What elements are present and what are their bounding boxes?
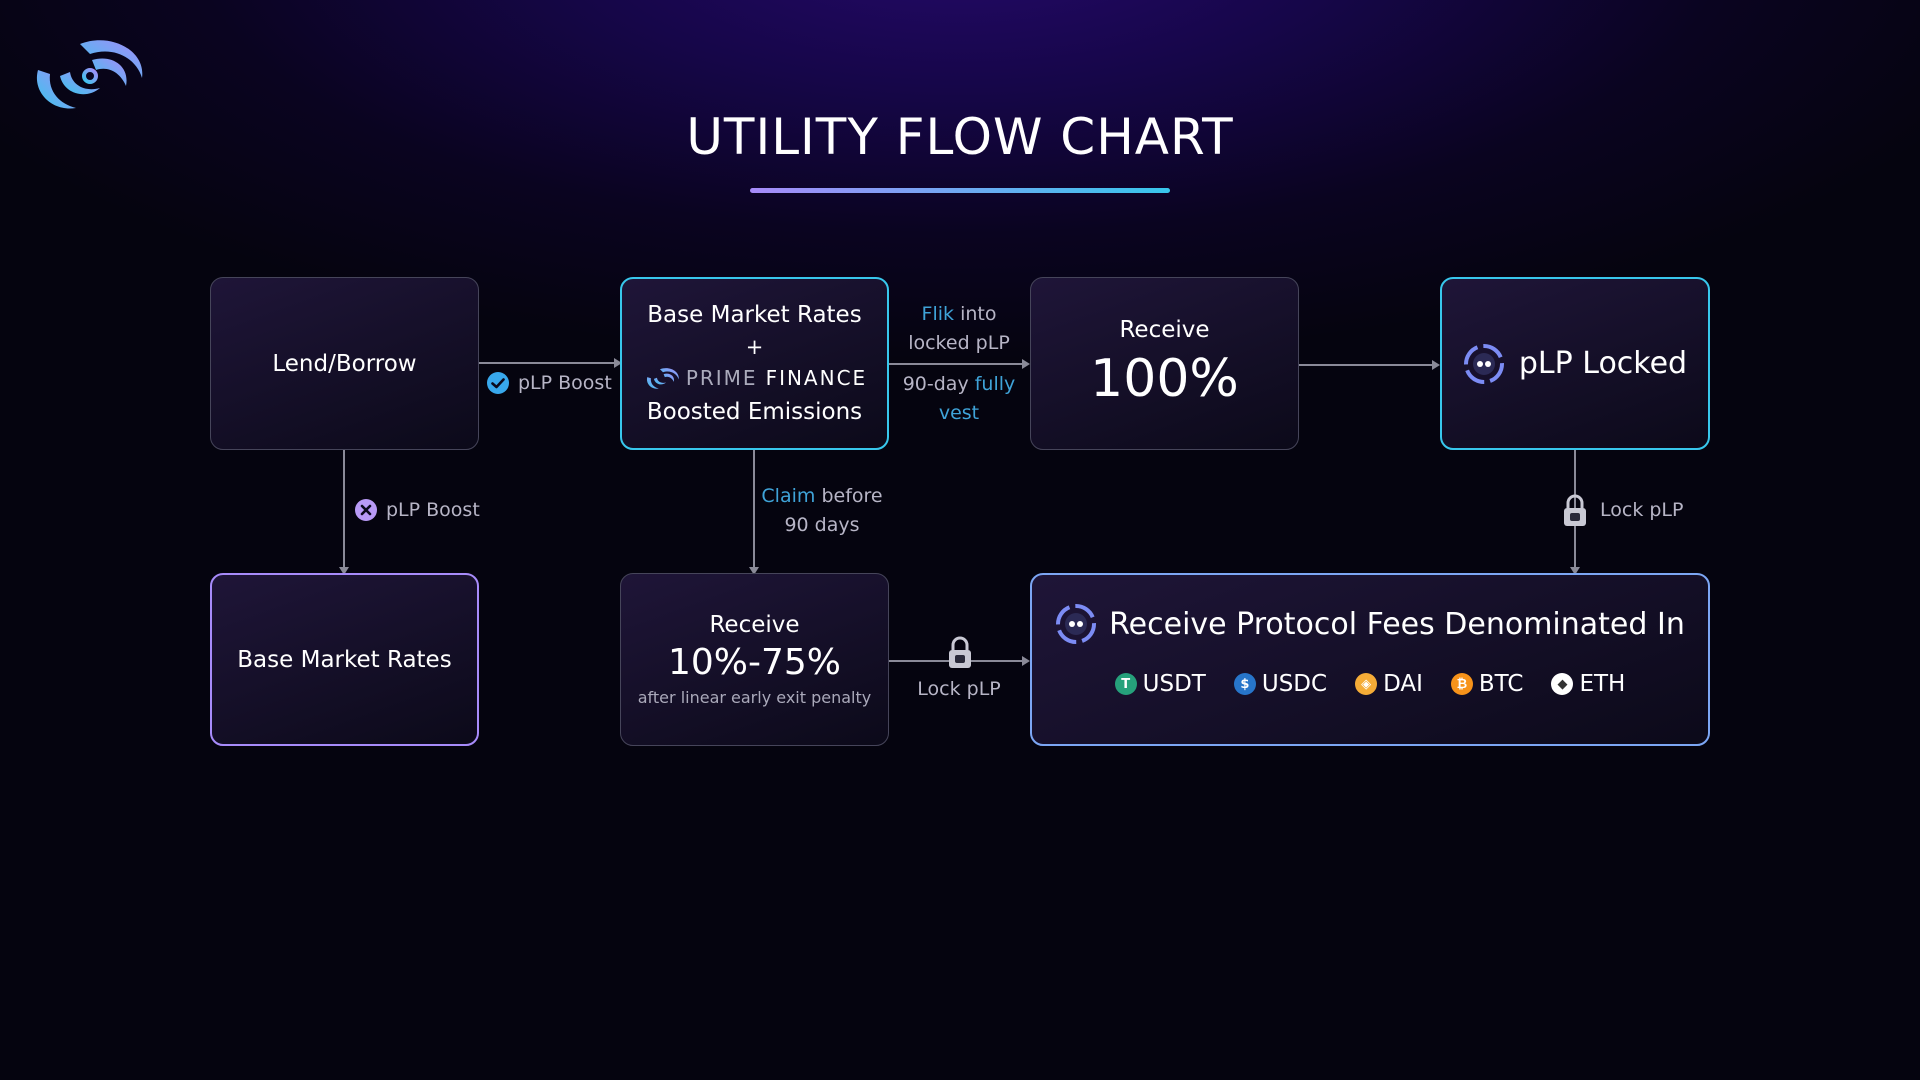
node-receive-full: Receive 100%: [1030, 277, 1299, 450]
receive-value: 10%-75%: [667, 641, 842, 683]
brand-logo: [36, 40, 143, 109]
plp-token-icon: [1056, 604, 1097, 644]
node-plus: +: [745, 334, 764, 359]
brand-finance: FINANCE: [765, 365, 868, 390]
edge-receive-to-locked: [1299, 364, 1433, 366]
token-symbol: USDT: [1142, 671, 1206, 697]
eth-icon: ◆: [1551, 673, 1574, 695]
node-label: Base Market Rates: [237, 646, 452, 673]
edge-label-claim: Claim before 90 days: [752, 482, 892, 540]
token-list: T USDT $ USDC ◈ DAI ₿ BTC ◆ ETH: [1101, 671, 1640, 697]
plp-token-icon: [1463, 343, 1504, 384]
arrow-head: [1432, 360, 1440, 370]
vest-highlight: fully: [974, 373, 1016, 395]
token-symbol: DAI: [1383, 671, 1423, 697]
edge-label-text: pLP Boost: [518, 372, 612, 394]
edge-lend-to-emissions: [479, 362, 615, 364]
fees-header: Receive Protocol Fees Denominated In: [1055, 603, 1685, 645]
arrow-head: [1022, 656, 1030, 666]
arrow-head: [1570, 567, 1580, 575]
fees-title: Receive Protocol Fees Denominated In: [1109, 606, 1685, 642]
arrow-head: [1022, 359, 1030, 369]
edge-lend-to-base: [343, 450, 345, 570]
arrow-head: [749, 567, 759, 575]
node-base-market-rates: Base Market Rates: [210, 573, 479, 746]
node-lend-borrow: Lend/Borrow: [210, 277, 479, 450]
usdc-icon: $: [1233, 673, 1256, 695]
edge-emissions-to-receive-full: [889, 363, 1023, 365]
receive-note: after linear early exit penalty: [637, 687, 872, 707]
token-symbol: USDC: [1261, 671, 1328, 697]
brand-prime: PRIME: [685, 365, 758, 390]
prime-finance-brand: PRIME FINANCE: [642, 362, 867, 394]
x-circle-icon: [355, 499, 377, 521]
title-underline: [750, 188, 1170, 193]
receive-value: 100%: [1090, 348, 1239, 409]
token-symbol: BTC: [1478, 671, 1524, 697]
vest-line2: vest: [938, 402, 980, 424]
vest-prefix: 90-day: [902, 373, 969, 395]
flik-line2: locked pLP: [908, 332, 1010, 354]
check-circle-icon: [487, 372, 509, 394]
usdt-icon: T: [1114, 673, 1137, 695]
claim-line2: 90 days: [784, 514, 860, 536]
arrow-head: [614, 358, 622, 368]
flik-highlight: Flik: [921, 303, 955, 325]
token-usdc: $ USDC: [1233, 671, 1328, 697]
edge-label-lock-bottom: Lock pLP: [917, 678, 1001, 700]
node-label: pLP Locked: [1518, 346, 1688, 381]
claim-text: before: [821, 485, 883, 507]
edge-label-text: pLP Boost: [386, 499, 480, 521]
btc-icon: ₿: [1450, 673, 1473, 695]
edge-label-boost-yes: pLP Boost: [486, 371, 612, 395]
edge-label-boost-no: pLP Boost: [354, 498, 480, 522]
token-usdt: T USDT: [1114, 671, 1206, 697]
node-receive-partial: Receive 10%-75% after linear early exit …: [620, 573, 889, 746]
arrow-head: [339, 567, 349, 575]
claim-highlight: Claim: [761, 485, 816, 507]
flik-text: into: [960, 303, 997, 325]
token-eth: ◆ ETH: [1551, 671, 1625, 697]
token-btc: ₿ BTC: [1450, 671, 1524, 697]
lock-icon: [949, 636, 971, 668]
edge-label-lock-right: Lock pLP: [1600, 499, 1684, 521]
prime-finance-logo-icon: [646, 367, 679, 389]
page-title: UTILITY FLOW CHART: [686, 108, 1234, 166]
node-label: Receive: [1119, 316, 1210, 343]
dai-icon: ◈: [1355, 673, 1378, 695]
node-protocol-fees: Receive Protocol Fees Denominated In T U…: [1030, 573, 1710, 746]
edge-emissions-to-receive-partial: [753, 450, 755, 570]
lock-icon: [1564, 494, 1586, 526]
token-dai: ◈ DAI: [1355, 671, 1423, 697]
node-label-line3: Boosted Emissions: [646, 398, 863, 425]
edge-label-vest: 90-day fully vest: [889, 370, 1029, 428]
node-boosted-emissions: Base Market Rates + PRIME FINANCE Booste…: [620, 277, 889, 450]
node-plp-locked: pLP Locked: [1440, 277, 1710, 450]
node-label-line1: Base Market Rates: [647, 301, 862, 328]
edge-label-flik: Flik into locked pLP: [889, 300, 1029, 358]
node-label: Lend/Borrow: [272, 350, 417, 377]
token-symbol: ETH: [1579, 671, 1626, 697]
node-label: Receive: [709, 611, 800, 638]
